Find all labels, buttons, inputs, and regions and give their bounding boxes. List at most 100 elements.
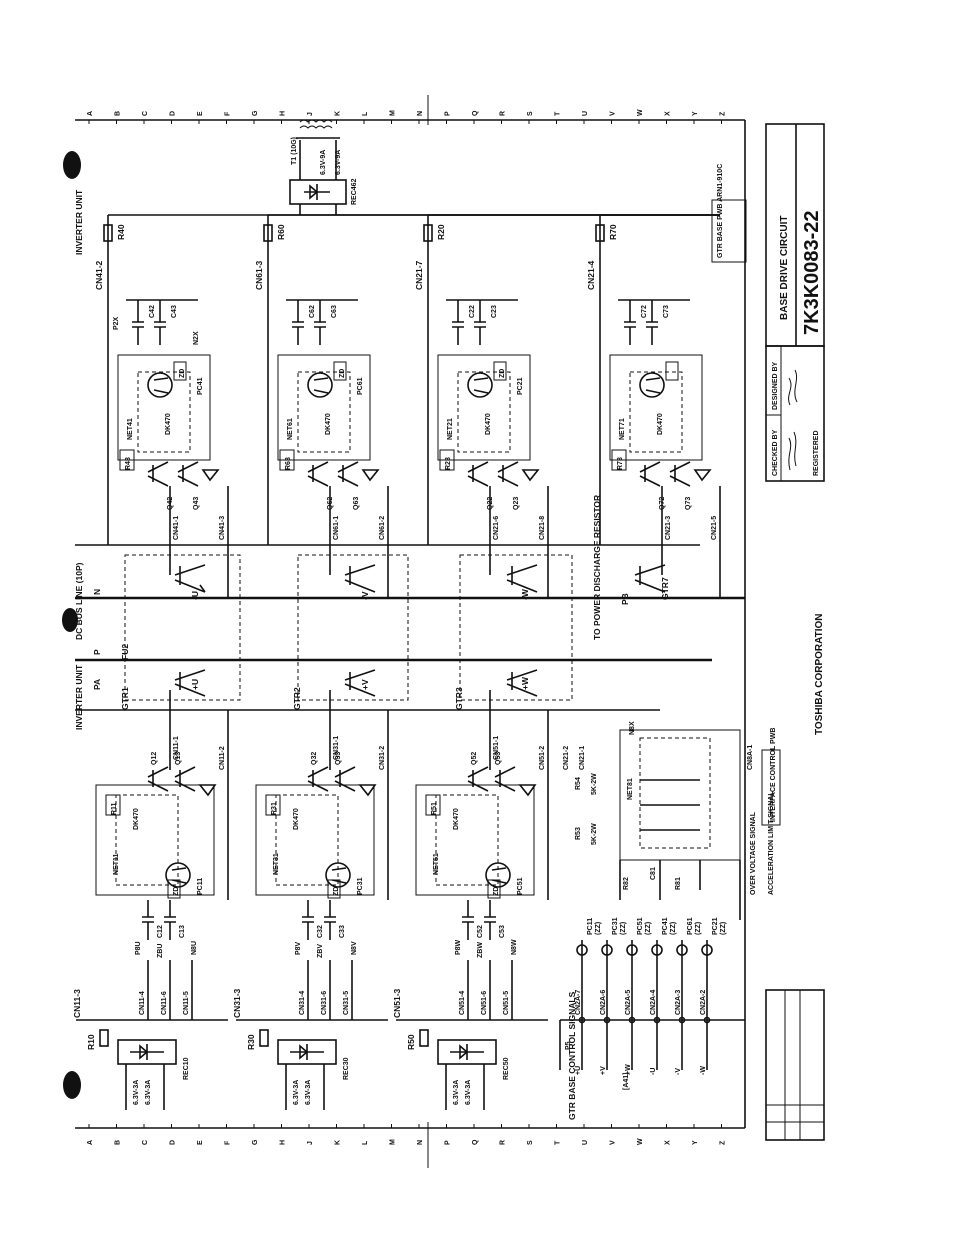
upper-c1-label: C42 <box>149 305 156 318</box>
lower-p-label: P8W <box>455 939 462 955</box>
cn2a-signal-label: -U <box>650 1068 657 1075</box>
upper-r-label: R60 <box>276 224 286 240</box>
lower-p-label: P8V <box>295 941 302 955</box>
grid-letter-top: V <box>610 111 617 116</box>
lower-zb-label: ZBV <box>317 944 324 958</box>
grid-letter-bottom: B <box>115 1140 122 1145</box>
gtr-base-pwb-label: GTR BASE PWB ARN1-910C <box>717 164 724 258</box>
interface-pwb-label: INTERFACE CONTROL PWB <box>770 728 777 822</box>
title-block: 7K3K0083-22 BASE DRIVE CIRCUIT CHECKED B… <box>765 123 825 1141</box>
lower-c6-label: CN51-6 <box>481 991 488 1015</box>
c81-label: C81 <box>650 867 657 880</box>
signature-checked <box>788 431 797 471</box>
cn2a-pin-label: CN2A-2 <box>700 990 707 1015</box>
grid-letter-bottom: X <box>665 1140 672 1145</box>
upper-dk-label: DK470 <box>325 413 332 435</box>
designed-by-label: DESIGNED BY <box>772 361 779 410</box>
top-rec-name: REC462 <box>351 178 358 205</box>
cn2a-pc-label: PC11 <box>587 918 594 935</box>
r53-value: 5K-2W <box>591 823 598 845</box>
lower-c4-label: CN11-4 <box>139 991 146 1015</box>
grid-letter-top: S <box>527 111 534 116</box>
a41-label: [A41] <box>623 1072 630 1090</box>
lower-c6-label: CN11-6 <box>161 991 168 1015</box>
lower-q1-label: Q32 <box>311 752 318 765</box>
cn21-1-label: CN21-1 <box>579 746 586 770</box>
grid-letter-top: W <box>637 109 644 116</box>
registered-label: REGISTERED <box>813 430 820 476</box>
lower-v2-label: 6.3V-3A <box>145 1080 152 1105</box>
grid-letter-top: J <box>307 112 314 116</box>
lower-r-label: R10 <box>86 1034 96 1050</box>
upper-cna-label: CN21-3 <box>665 516 672 540</box>
cn2a-pin-label: CN2A-7 <box>575 990 582 1015</box>
grid-letter-top: N <box>417 111 424 116</box>
grid-letter-top: C <box>142 111 149 116</box>
upper-cna-label: CN21-6 <box>493 516 500 540</box>
upper-q2-label: Q73 <box>685 497 692 510</box>
lower-zb-label: ZBU <box>157 944 164 958</box>
top-rec-v1: 6.3V-9A <box>320 150 327 175</box>
upper-c2-label: C63 <box>331 305 338 318</box>
grid-letter-top: Q <box>472 110 479 116</box>
upper-net-label: NET61 <box>287 418 294 440</box>
lower-c2-label: C13 <box>179 925 186 938</box>
gtr-pos-v: +V <box>360 679 370 690</box>
gtr-neg-w: -W <box>520 588 530 600</box>
cn2a-pin-label: CN2A-5 <box>625 990 632 1015</box>
pb-label: PB <box>620 593 630 605</box>
to-power-discharge-label: TO POWER DISCHARGE RESISTOR <box>592 495 602 640</box>
gtr-pos-w: +W <box>520 676 530 690</box>
grid-letter-top: U <box>582 111 589 116</box>
grid-letter-bottom: A <box>87 1140 94 1145</box>
lower-cnb-label: CN11-2 <box>219 746 226 770</box>
drawing-frame <box>75 95 746 1168</box>
lower-zb-label: ZBW <box>477 942 484 958</box>
terminal-blob-bottom <box>63 1071 81 1099</box>
lower-r-label: R30 <box>246 1034 256 1050</box>
r82-label: R82 <box>623 877 630 890</box>
lower-n-label: N8W <box>511 939 518 955</box>
upper-c2-label: C73 <box>663 305 670 318</box>
lower-zd-label: ZD <box>173 887 180 896</box>
top-transformer: REC462 6.3V-9A 6.3V-9A T1 (10G) <box>289 119 358 215</box>
terminal-blob-mid <box>62 608 78 632</box>
cn2a-connector-block: CN2A-7+UPC11(ZZ)CN2A-6+VPC31(ZZ)CN2A-5+W… <box>559 917 745 1075</box>
n-bus-label: N <box>92 589 102 595</box>
cn2a-signal-label: +V <box>600 1066 607 1075</box>
cn2a-pc-label: PC21 <box>712 917 719 935</box>
grid-letter-bottom: R <box>500 1140 507 1145</box>
overvoltage-label: OVER VOLTAGE SIGNAL <box>750 811 757 895</box>
upper-rr-label: R73 <box>617 457 624 470</box>
upper-p-label: P2X <box>113 316 120 330</box>
gtr2-label: GTR2 <box>292 687 302 710</box>
lower-net-label: NET31 <box>273 853 280 875</box>
upper-zd-label: ZD <box>339 369 346 378</box>
grid-letter-top: F <box>225 111 232 116</box>
gtr1-label: GTR1 <box>120 687 130 710</box>
lower-zd-label: ZD <box>493 887 500 896</box>
cn8a-label: CN8A-1 <box>747 745 754 770</box>
upper-q2-label: Q43 <box>193 497 200 510</box>
cn2a-pin-label: CN2A-6 <box>600 990 607 1015</box>
cn2a-pin-label: CN2A-3 <box>675 990 682 1015</box>
cn2a-zd-label: (ZZ) <box>620 922 627 935</box>
drawing-number: 7K3K0083-22 <box>801 210 823 335</box>
upper-r-label: R20 <box>436 224 446 240</box>
grid-letter-bottom: J <box>307 1141 314 1145</box>
upper-dk-label: DK470 <box>485 413 492 435</box>
grid-letter-top: P <box>445 111 452 116</box>
p5-label: P5 <box>565 1041 572 1050</box>
grid-letter-bottom: F <box>225 1140 232 1145</box>
lower-q2-label: Q13 <box>175 752 182 765</box>
upper-cnb-label: CN41-3 <box>219 516 226 540</box>
upper-cn-label: CN21-4 <box>586 260 596 290</box>
lower-p-label: P8U <box>135 941 142 955</box>
checked-by-label: CHECKED BY <box>772 429 779 476</box>
r53-label: R53 <box>575 827 582 840</box>
